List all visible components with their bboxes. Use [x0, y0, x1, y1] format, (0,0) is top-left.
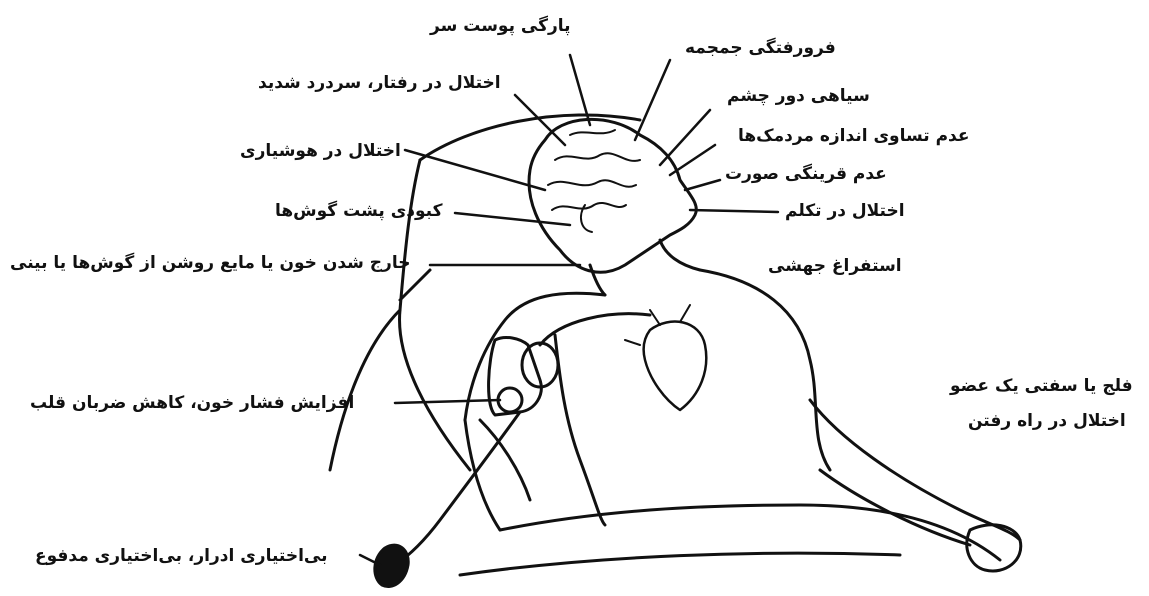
- blanket-lower: [460, 553, 900, 575]
- label-incontinence: بی‌اختیاری ادرار، بی‌اختیاری مدفوع: [35, 545, 328, 567]
- bp-bulb-lower: [498, 388, 522, 412]
- heart: [644, 322, 707, 410]
- leader-ears: [455, 213, 570, 225]
- label-consciousness: اختلال در هوشیاری: [240, 140, 401, 162]
- leader-skull: [635, 60, 670, 140]
- brain-fold-2: [548, 180, 636, 186]
- leader-consciousness: [405, 150, 545, 190]
- neck-right: [660, 240, 700, 270]
- backrest-line: [330, 310, 400, 470]
- label-gait-disorder: اختلال در راه رفتن: [968, 410, 1126, 432]
- right-hand: [967, 525, 1021, 571]
- leader-facial: [685, 180, 720, 190]
- torso-left-side: [555, 335, 605, 525]
- label-speech-disorder: اختلال در تکلم: [785, 200, 905, 222]
- label-bruise-behind-ears: کبودی پشت گوش‌ها: [275, 200, 442, 222]
- blanket-line: [500, 505, 1000, 560]
- leader-bp: [395, 400, 500, 403]
- head-outline: [529, 119, 696, 272]
- label-raccoon-eyes: سیاهی دور چشم: [727, 85, 870, 107]
- label-bp-heart-rate: افزایش فشار خون، کاهش ضربان قلب: [30, 392, 354, 414]
- bp-cuff: [489, 338, 542, 415]
- label-projectile-vomiting: استفراغ جهشی: [768, 255, 902, 277]
- label-paralysis: فلج یا سفتی یک عضو: [950, 375, 1133, 397]
- brain-fold-3: [552, 203, 626, 210]
- label-behavior-headache: اختلال در رفتار، سردرد شدید: [258, 72, 501, 94]
- label-scalp-laceration: پارگی پوست سر: [430, 15, 571, 37]
- brain-fold-1: [555, 153, 640, 161]
- label-fluid-ears-nose: خارج شدن خون یا مایع روشن از گوش‌ها یا ب…: [10, 252, 410, 274]
- leader-pupils: [670, 145, 715, 175]
- label-facial-asymmetry: عدم قرینگی صورت: [725, 163, 887, 185]
- brain-fold-4: [570, 130, 615, 135]
- tube-1: [395, 412, 520, 565]
- label-skull-depression: فرورفتگی جمجمه: [685, 37, 836, 59]
- neck-left: [590, 265, 605, 295]
- right-shoulder: [700, 270, 830, 470]
- leader-speech: [690, 210, 778, 212]
- leader-raccoon: [660, 110, 710, 165]
- label-unequal-pupils: عدم تساوی اندازه مردمک‌ها: [738, 125, 969, 147]
